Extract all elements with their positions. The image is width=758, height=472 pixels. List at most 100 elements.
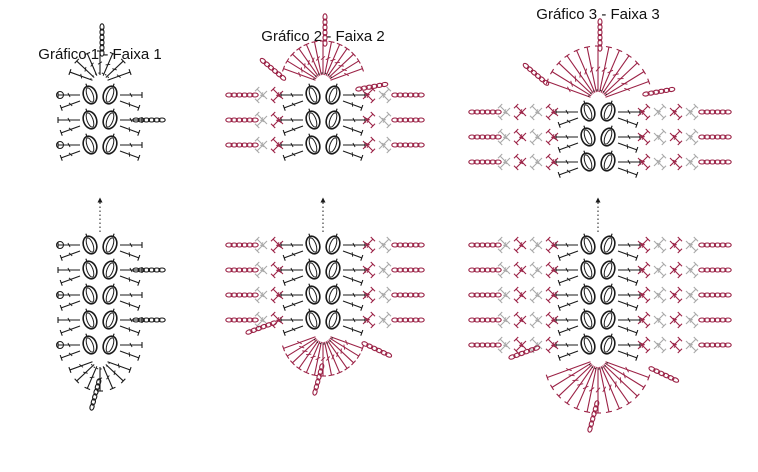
stitch-symbol — [254, 115, 268, 129]
stitch-symbol — [557, 325, 579, 336]
chain-loop-icon — [468, 317, 502, 323]
stitch-symbol — [330, 336, 365, 352]
stitch-symbol — [617, 300, 639, 311]
stitch-fan-icon — [545, 45, 651, 98]
chain-loop-icon — [391, 142, 425, 148]
stitch-symbol — [362, 286, 376, 300]
stitch-symbol — [669, 265, 683, 279]
stitch-symbol — [280, 292, 303, 298]
stitch-symbol — [529, 315, 543, 329]
stitch-symbol — [653, 240, 667, 254]
chain-loop-icon — [698, 134, 732, 140]
chart-2-lower-block — [225, 233, 425, 396]
stitch-symbol — [254, 265, 268, 279]
stitch-symbol — [68, 69, 93, 81]
stitch-symbol — [254, 140, 268, 154]
stitch-symbol — [653, 103, 667, 117]
chain-loop-icon — [468, 109, 502, 115]
stitch-symbol — [669, 132, 683, 146]
stitch-symbol — [119, 275, 141, 286]
stitch-symbol — [529, 103, 543, 117]
stitch-symbol — [362, 265, 376, 279]
stitch-symbol — [497, 236, 511, 250]
stitch-symbol — [254, 136, 268, 150]
puff-stitch-icon — [102, 333, 118, 355]
stitch-symbol — [270, 111, 284, 125]
stitch-symbol — [120, 242, 143, 248]
stitch-symbol — [653, 128, 667, 142]
stitch-symbol — [74, 58, 95, 78]
stitch-symbol — [378, 261, 392, 275]
stitch-symbol — [57, 142, 80, 148]
stitch-symbol — [685, 315, 699, 329]
stitch-symbol — [280, 267, 303, 273]
puff-stitch-icon — [102, 258, 118, 280]
stitch-symbol — [497, 290, 511, 304]
chain-loop-icon — [132, 117, 166, 123]
stitch-symbol — [584, 366, 597, 414]
stitch-symbol — [555, 267, 578, 273]
puff-stitch-icon — [325, 108, 341, 130]
stitch-symbol — [605, 78, 651, 98]
puff-stitch-icon — [82, 333, 98, 355]
stitch-symbol — [669, 107, 683, 121]
stitch-symbol — [545, 311, 559, 325]
stitch-fan-icon — [281, 336, 365, 377]
stitch-symbol — [513, 153, 527, 167]
stitch-symbol — [513, 157, 527, 171]
stitch-symbol — [653, 153, 667, 167]
stitch-symbol — [59, 350, 81, 361]
stitch-symbol — [330, 65, 365, 81]
stitch-symbol — [497, 107, 511, 121]
stitch-symbol — [513, 103, 527, 117]
puff-stitch-icon — [580, 333, 596, 355]
stitch-symbol — [564, 53, 594, 94]
stitch-symbol — [669, 340, 683, 354]
stitch-symbol — [685, 336, 699, 350]
stitch-symbol — [584, 45, 597, 93]
chain-loop-icon — [99, 23, 105, 57]
stitch-symbol — [545, 265, 559, 279]
chain-loop-icon — [225, 142, 259, 148]
chain-loop-icon — [391, 317, 425, 323]
stitch-symbol — [362, 311, 376, 325]
puff-stitch-icon — [305, 258, 321, 280]
stitch-symbol — [303, 341, 321, 375]
chart-1-lower-block — [56, 233, 166, 411]
chain-loop-icon — [642, 86, 676, 97]
stitch-symbol — [270, 136, 284, 150]
stitch-symbol — [362, 111, 376, 125]
stitch-symbol — [280, 92, 303, 98]
chain-loop-icon — [468, 242, 502, 248]
stitch-symbol — [329, 58, 361, 80]
stitch-symbol — [254, 240, 268, 254]
stitch-symbol — [557, 250, 579, 261]
chain-loop-icon — [648, 366, 680, 383]
stitch-symbol — [105, 364, 126, 384]
stitch-symbol — [280, 117, 303, 123]
stitch-symbol — [618, 109, 641, 115]
stitch-symbol — [324, 341, 335, 377]
stitch-symbol — [513, 286, 527, 300]
stitch-symbol — [378, 290, 392, 304]
stitch-symbol — [254, 86, 268, 100]
stitch-symbol — [653, 265, 667, 279]
stitch-symbol — [617, 117, 639, 128]
stitch-symbol — [513, 236, 527, 250]
puff-stitch-icon — [600, 233, 616, 255]
chain-loop-icon — [259, 57, 287, 81]
stitch-symbol — [84, 51, 98, 76]
puff-stitch-icon — [580, 100, 596, 122]
stitch-symbol — [57, 342, 80, 348]
stitch-symbol — [669, 236, 683, 250]
stitch-symbol — [653, 286, 667, 300]
stitch-symbol — [343, 267, 366, 273]
stitch-symbol — [529, 157, 543, 171]
chain-loop-icon — [391, 292, 425, 298]
puff-stitch-icon — [82, 283, 98, 305]
stitch-symbol — [529, 286, 543, 300]
stitch-symbol — [296, 46, 319, 77]
puff-stitch-icon — [102, 233, 118, 255]
chain-loop-icon — [391, 117, 425, 123]
stitch-symbol — [529, 265, 543, 279]
